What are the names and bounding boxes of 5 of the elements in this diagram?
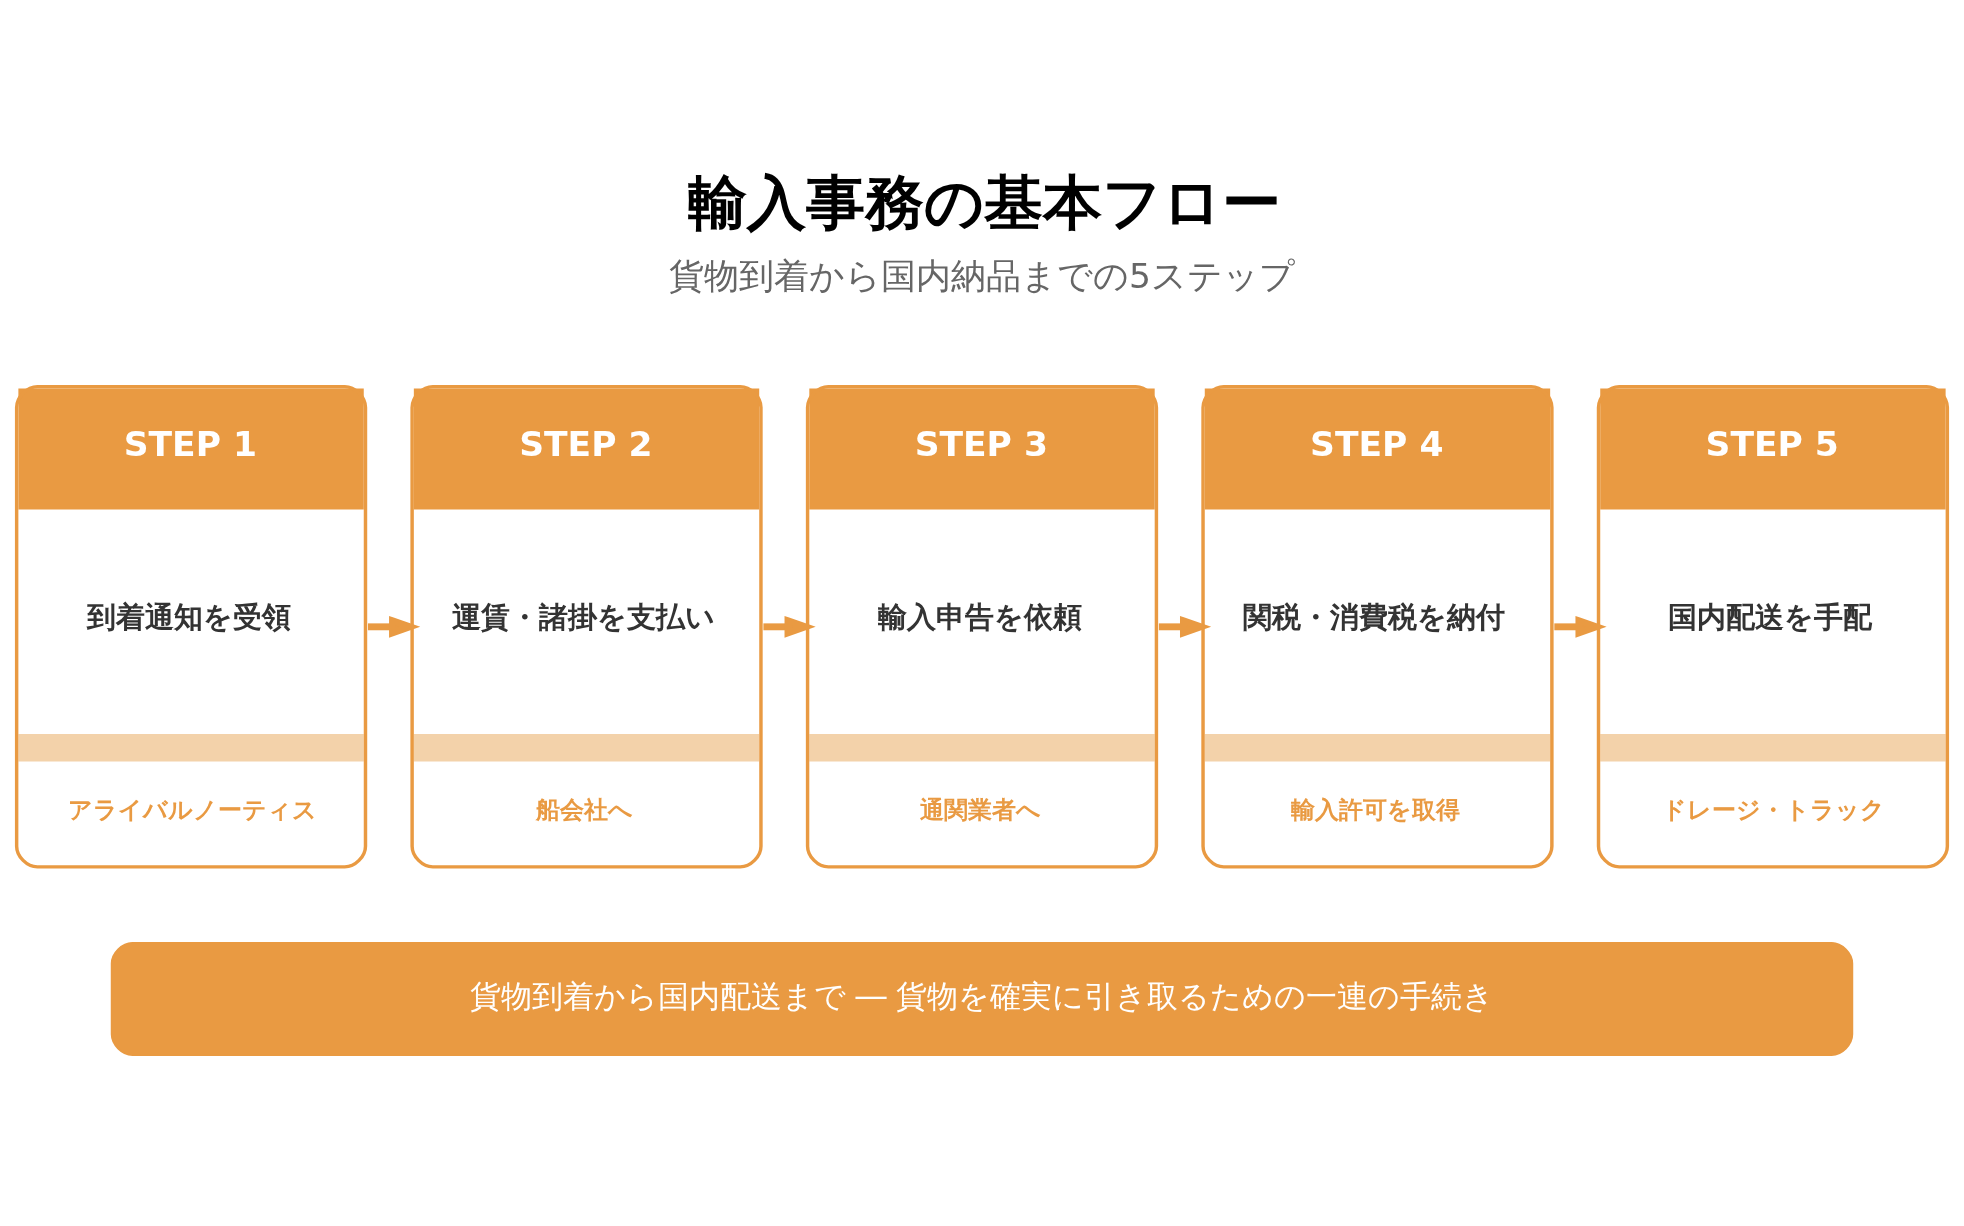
node-box: 貨物到着から国内配送まで ― 貨物を確実に引き取るための一連の手続き [110,941,1854,1056]
label: 貨物到着から国内納品までの5ステップ [669,256,1295,297]
diagram-title: 輸入事務の基本フロー [688,169,1282,238]
arrow [1158,615,1212,638]
arrow [367,615,421,638]
